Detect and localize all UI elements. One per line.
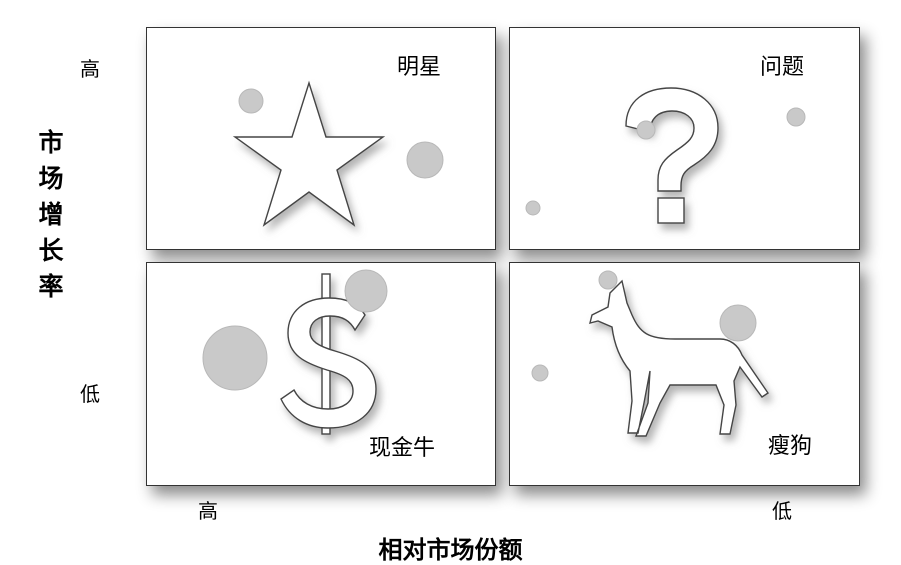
quadrant-dog: 瘦狗 — [509, 262, 860, 486]
question-mark-icon — [625, 87, 719, 224]
dog-quadrant-graphic — [531, 270, 769, 437]
y-axis-low-label: 低 — [80, 382, 100, 406]
bubble — [598, 270, 618, 290]
cash-cow-quadrant-graphic — [202, 269, 388, 435]
bubble — [531, 364, 549, 382]
bubble — [238, 88, 264, 114]
quadrant-question: 问题 — [509, 27, 860, 250]
quadrant-cash-cow: 现金牛 — [146, 262, 496, 486]
bubble — [719, 304, 757, 342]
x-axis-high-label: 高 — [198, 499, 218, 523]
star-icon — [232, 80, 386, 227]
bubble — [636, 120, 656, 140]
dollar-sign-icon — [280, 273, 377, 435]
x-axis-title: 相对市场份额 — [378, 536, 523, 564]
x-axis-low-label: 低 — [772, 499, 792, 523]
quadrant-star-label: 明星 — [397, 55, 442, 80]
bubble — [525, 200, 541, 216]
question-quadrant-graphic — [525, 87, 806, 224]
quadrant-cash-cow-label: 现金牛 — [369, 436, 436, 461]
bubble — [344, 269, 388, 313]
quadrant-question-label: 问题 — [760, 55, 805, 80]
quadrant-dog-label: 瘦狗 — [768, 434, 813, 459]
bubble — [202, 325, 268, 391]
dog-icon — [589, 279, 769, 437]
bubble — [786, 107, 806, 127]
y-axis-high-label: 高 — [80, 57, 100, 81]
star-quadrant-graphic — [232, 80, 444, 227]
bubble — [406, 141, 444, 179]
quadrant-star: 明星 — [146, 27, 496, 250]
y-axis-title: 市场增长率 — [38, 128, 64, 301]
